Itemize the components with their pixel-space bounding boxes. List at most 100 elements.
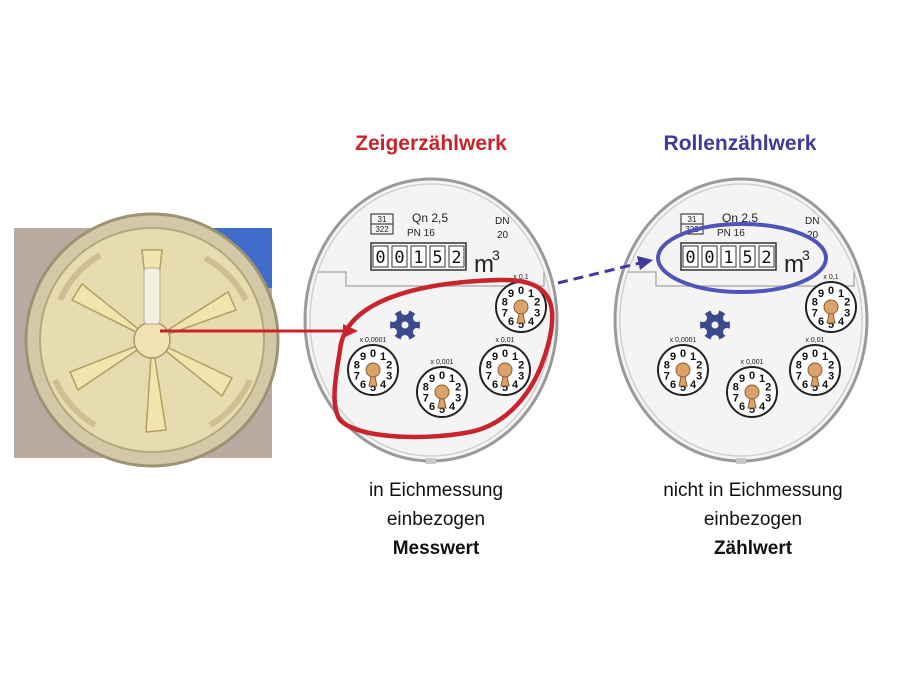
dial-number: 5	[439, 404, 445, 416]
caption-right-bold: Zählwert	[713, 538, 793, 559]
caption-right-line1: nicht in Eichmessung	[663, 480, 843, 501]
dial-number: 6	[818, 316, 824, 328]
digit-cell	[682, 245, 699, 268]
unit-m-right: m	[784, 251, 804, 278]
dial-number: 9	[802, 351, 808, 363]
dial-number: 4	[449, 401, 456, 413]
dial-number: 6	[802, 379, 808, 391]
highlight-pointer-dials	[332, 277, 555, 440]
dial-number: 4	[838, 316, 845, 328]
caption-right: nicht in Eichmessung einbezogen Zählwert	[603, 476, 900, 563]
dial-number: 2	[828, 360, 834, 372]
dial-number: 0	[749, 370, 755, 382]
dial-number: 0	[502, 348, 508, 360]
dial-number: 9	[670, 351, 676, 363]
dial-number: 5	[812, 382, 818, 394]
dial-number: 3	[828, 370, 834, 382]
title-rollenzaehlwerk: Rollenzählwerk	[663, 132, 817, 155]
dial-number: 9	[508, 288, 514, 300]
digit-cell	[391, 245, 408, 268]
dial-number: 0	[518, 285, 524, 297]
pn-text-right: PN 16	[717, 228, 745, 239]
dial-number: 8	[733, 382, 739, 394]
star-wheel-right	[699, 307, 731, 343]
dial-number: 4	[380, 379, 387, 391]
dial-number: 0	[680, 348, 686, 360]
dial-number: 5	[518, 319, 524, 331]
dial-number: 2	[518, 360, 524, 372]
dial-number: 3	[518, 370, 524, 382]
dial-number: 8	[502, 297, 508, 309]
dial-number: 7	[796, 370, 802, 382]
dial-number: 4	[822, 379, 829, 391]
dial-number: 6	[508, 316, 514, 328]
dial-number: 5	[749, 404, 755, 416]
odometer-digit: 2	[451, 248, 461, 268]
dial-hub	[513, 299, 529, 315]
digit-cell	[448, 245, 465, 268]
odometer-digit: 5	[742, 248, 752, 268]
dial-number: 3	[386, 370, 392, 382]
dial-number: 8	[423, 382, 429, 394]
dial-number: 7	[423, 392, 429, 404]
caption-right-line2: einbezogen	[703, 509, 803, 530]
dial-number: 1	[449, 373, 455, 385]
dial-number: 9	[360, 351, 366, 363]
digit-cell	[739, 245, 756, 268]
dial-number: 1	[528, 288, 534, 300]
caption-left-line1: in Eichmessung	[368, 480, 504, 501]
dial-factor-label: x 0,0001	[670, 337, 697, 344]
odometer-digit: 0	[685, 248, 695, 268]
dial-factor-label: x 0,001	[431, 359, 454, 366]
dial-number: 6	[429, 401, 435, 413]
caption-left: in Eichmessung einbezogen Messwert	[286, 476, 586, 563]
dial-number: 9	[818, 288, 824, 300]
dial-number: 4	[528, 316, 535, 328]
dial-number: 2	[844, 297, 850, 309]
dial-number: 5	[502, 382, 508, 394]
dial-hub	[497, 362, 513, 378]
dn-value: 20	[497, 230, 509, 241]
dial-number: 9	[429, 373, 435, 385]
dial-number: 1	[380, 351, 386, 363]
dial-number: 7	[733, 392, 739, 404]
dn-value-right: 20	[807, 230, 819, 241]
box-top-text: 31	[378, 215, 387, 224]
dial-number: 9	[739, 373, 745, 385]
dial-number: 8	[354, 360, 360, 372]
box-bottom-text: 322	[375, 225, 389, 234]
highlight-odometer	[656, 222, 828, 294]
dial-number: 1	[822, 351, 828, 363]
dial-factor-label: x 0,001	[741, 359, 764, 366]
dial-number: 6	[492, 379, 498, 391]
dial-number: 8	[486, 360, 492, 372]
dial-hub	[823, 299, 839, 315]
odometer-digit: 0	[704, 248, 714, 268]
box-top-text-right: 31	[688, 215, 697, 224]
dial-number: 1	[690, 351, 696, 363]
dial-number: 8	[812, 297, 818, 309]
qn-text: Qn 2,5	[412, 211, 448, 225]
dial-number: 0	[439, 370, 445, 382]
dial-number: 8	[796, 360, 802, 372]
dial-number: 5	[370, 382, 376, 394]
caption-left-line2: einbezogen	[386, 509, 486, 530]
dial-number: 3	[455, 392, 461, 404]
dial-number: 9	[492, 351, 498, 363]
dial-number: 7	[812, 307, 818, 319]
dial-factor-label: x 0,01	[805, 337, 824, 344]
dial-hub	[434, 384, 450, 400]
